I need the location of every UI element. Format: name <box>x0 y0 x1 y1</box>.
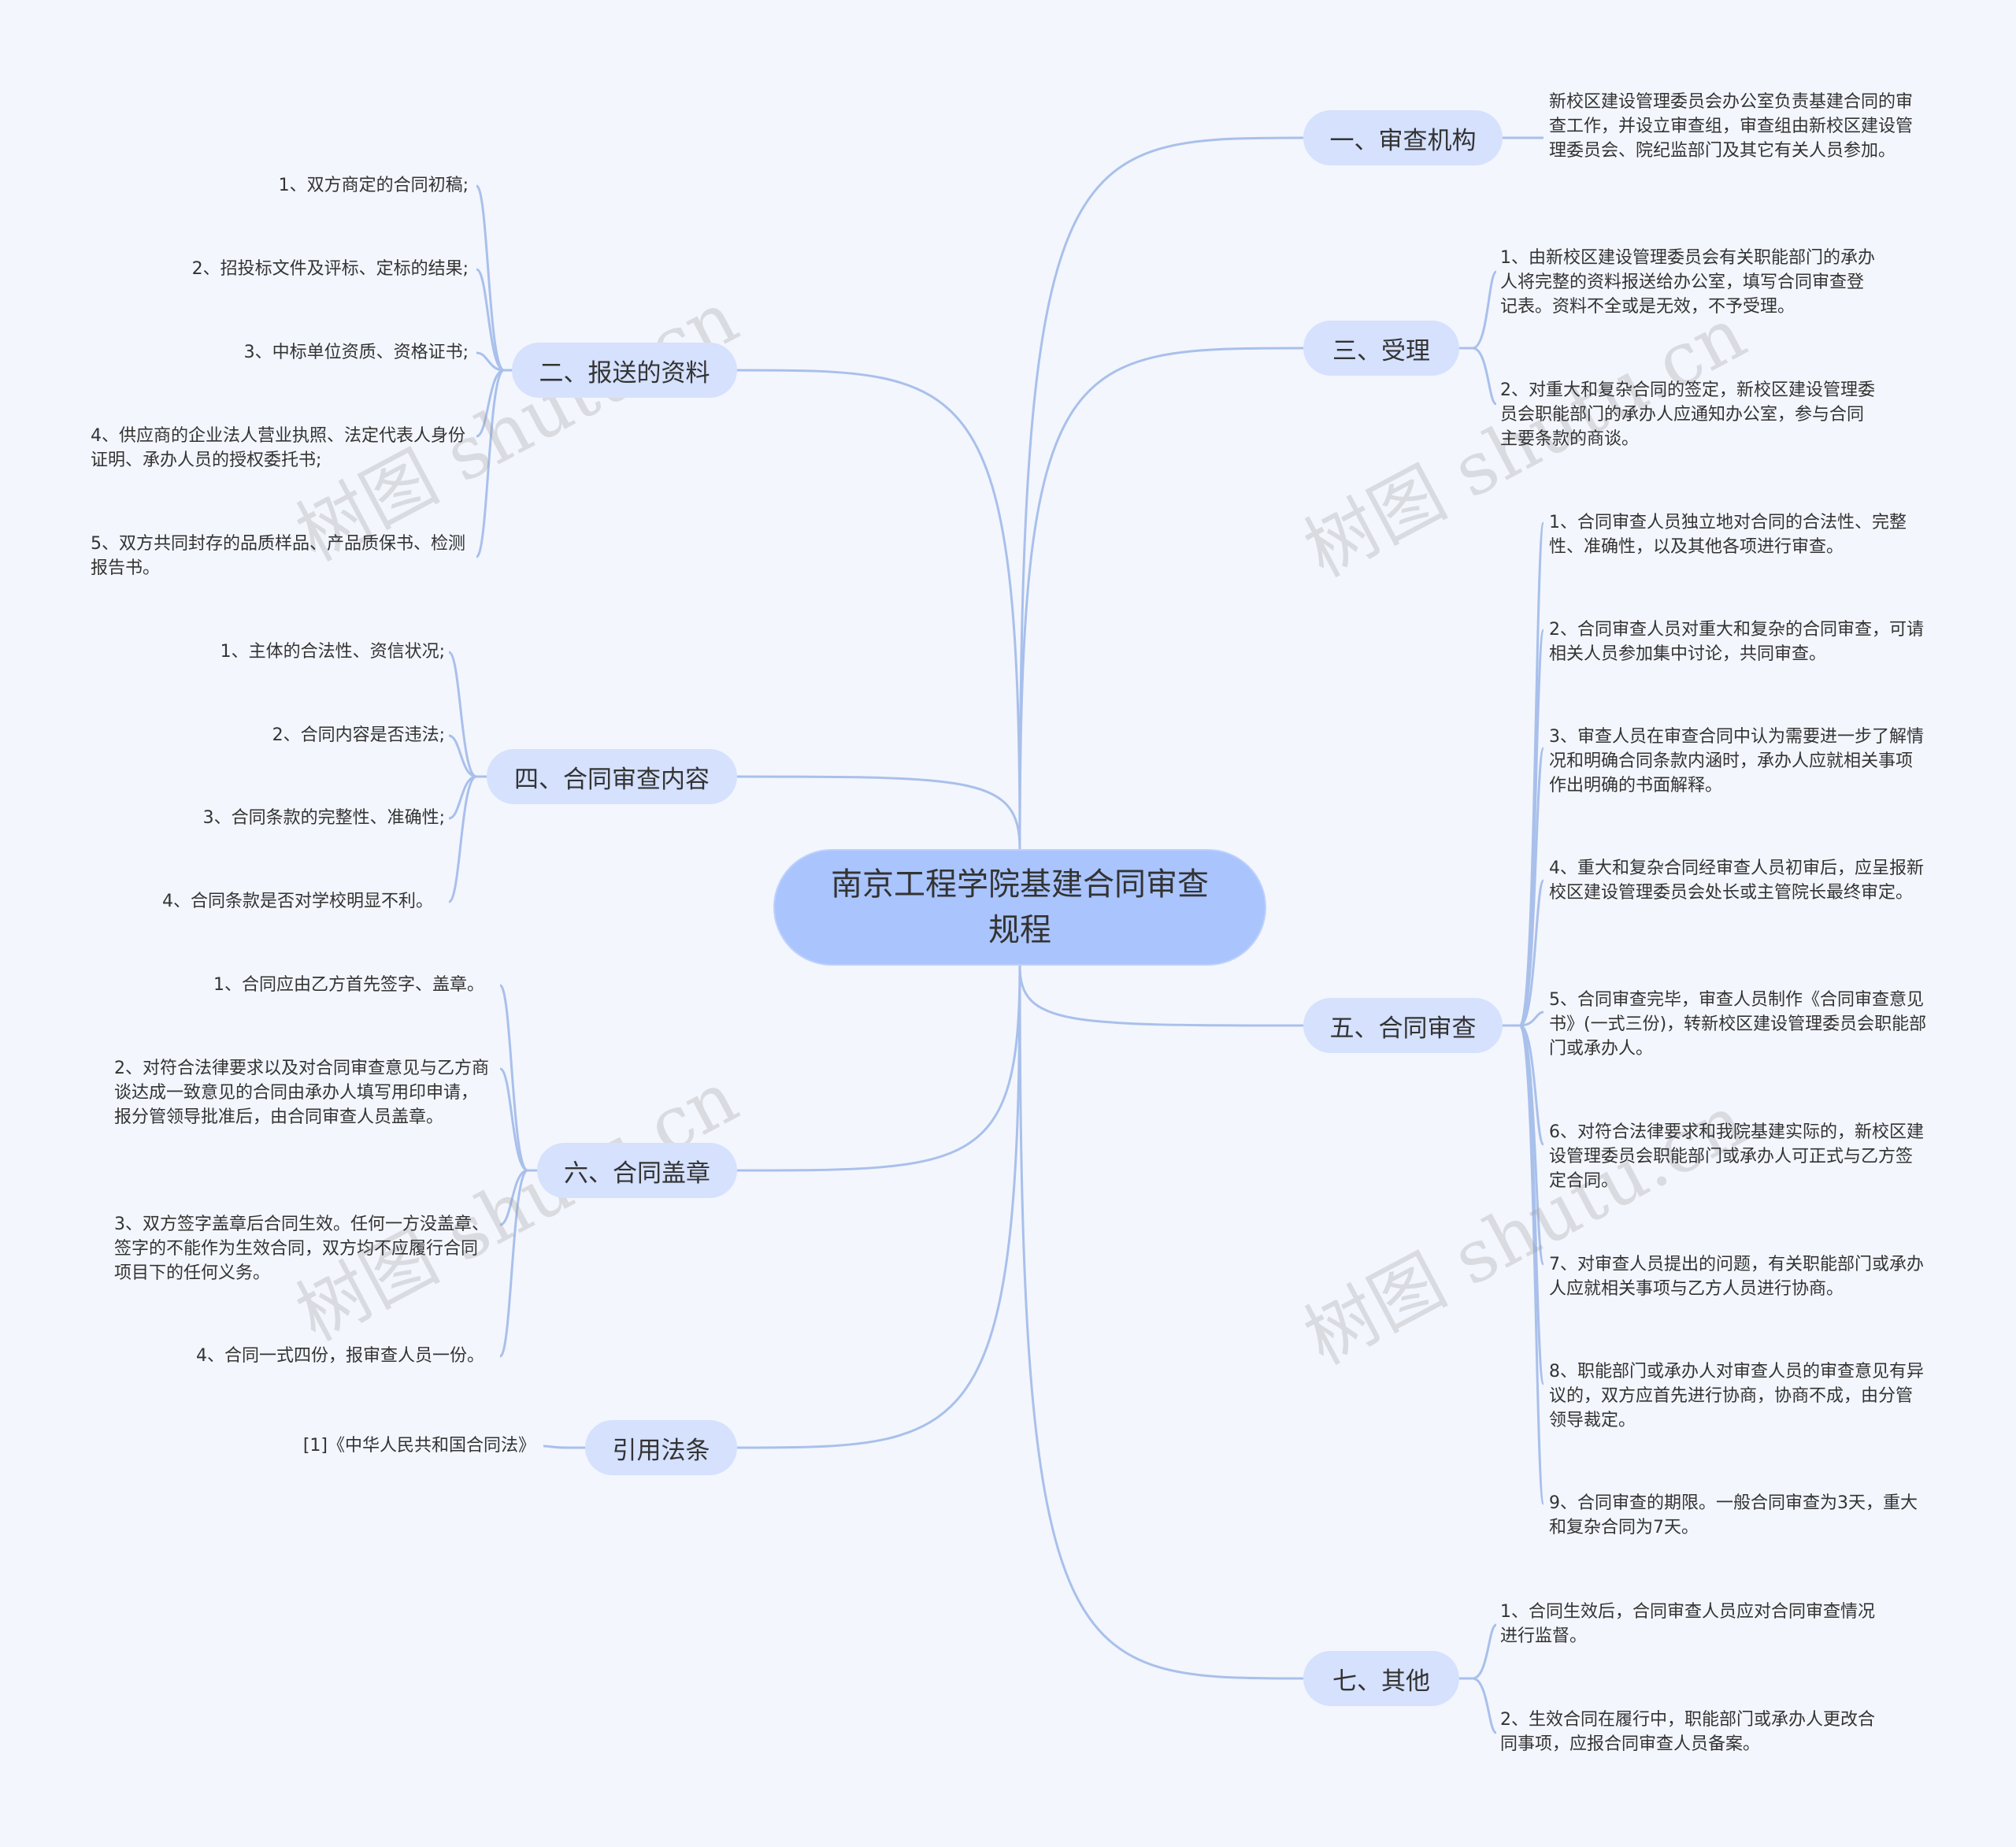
bracket-b2-0 <box>475 184 505 372</box>
bracket-b3-1 <box>1472 347 1497 406</box>
branch-review-agency[interactable]: 一、审查机构 <box>1303 110 1503 165</box>
link-root-right-2 <box>1018 965 1304 1027</box>
link-root-left-3 <box>736 965 1021 1449</box>
link-root-right-1 <box>1018 347 1304 850</box>
branch-cited-laws[interactable]: 引用法条 <box>585 1420 737 1475</box>
leaf-acceptance-2: 2、对重大和复杂合同的签定，新校区建设管理委员会职能部门的承办人应通知办公室，参… <box>1500 380 1875 449</box>
leaf-content-4: 4、合同条款是否对学校明显不利。 <box>162 892 433 911</box>
leaf-law-1: [1]《中华人民共和国合同法》 <box>302 1436 536 1456</box>
bracket-b2-1 <box>476 268 505 372</box>
leaf-seal-1: 1、合同应由乙方首先签字、盖章。 <box>213 975 484 995</box>
leaf-materials-4: 4、供应商的企业法人营业执照、法定代表人身份证明、承办人员的授权委托书; <box>91 426 465 470</box>
root-topic[interactable]: 南京工程学院基建合同审查规程 <box>773 849 1266 966</box>
branch-other[interactable]: 七、其他 <box>1303 1651 1459 1706</box>
leaf-review-6: 6、对符合法律要求和我院基建实际的，新校区建设管理委员会职能部门或承办人可正式与… <box>1549 1122 1924 1191</box>
leaf-review-9: 9、合同审查的期限。一般合同审查为3天，重大和复杂合同为7天。 <box>1549 1493 1918 1537</box>
bracket-b8-0 <box>543 1445 568 1449</box>
bracket-b7-0 <box>1472 1623 1497 1680</box>
leaf-review-2: 2、合同审查人员对重大和复杂的合同审查，可请相关人员参加集中讨论，共同审查。 <box>1549 620 1924 664</box>
link-root-left-2 <box>736 965 1021 1172</box>
leaf-other-1: 1、合同生效后，合同审查人员应对合同审查情况进行监督。 <box>1500 1602 1875 1646</box>
bracket-b3-0 <box>1472 270 1498 350</box>
leaf-materials-3: 3、中标单位资质、资格证书; <box>243 343 469 362</box>
bracket-b4-0 <box>447 651 477 778</box>
bracket-b4-2 <box>448 775 477 820</box>
branch-review-content[interactable]: 四、合同审查内容 <box>487 749 737 804</box>
leaf-content-1: 1、主体的合法性、资信状况; <box>220 642 445 662</box>
leaf-review-3: 3、审查人员在审查合同中认为需要进一步了解情况和明确合同条款内涵时，承办人应就相… <box>1549 727 1924 796</box>
bracket-b7-1 <box>1472 1677 1497 1734</box>
bracket-b5-4 <box>1519 1011 1544 1027</box>
branch-submitted-materials[interactable]: 二、报送的资料 <box>512 343 737 398</box>
branch-contract-seal[interactable]: 六、合同盖章 <box>537 1143 737 1198</box>
leaf-other-2: 2、生效合同在履行中，职能部门或承办人更改合同事项，应报合同审查人员备案。 <box>1500 1710 1875 1754</box>
branch-contract-review[interactable]: 五、合同审查 <box>1303 998 1503 1053</box>
leaf-materials-1: 1、双方商定的合同初稿; <box>278 176 469 195</box>
bracket-b5-1 <box>1518 629 1545 1027</box>
link-root-left-0 <box>736 369 1021 850</box>
bracket-b6-1 <box>499 1067 528 1172</box>
leaf-seal-4: 4、合同一式四份，报审查人员一份。 <box>196 1346 484 1366</box>
bracket-b2-4 <box>475 369 505 558</box>
leaf-seal-3: 3、双方签字盖章后合同生效。任何一方没盖章、签字的不能作为生效合同，双方均不应履… <box>114 1215 489 1283</box>
leaf-content-2: 2、合同内容是否违法; <box>272 725 445 745</box>
bracket-b5-3 <box>1519 879 1545 1027</box>
link-root-right-0 <box>1018 136 1304 850</box>
leaf-review-1: 1、合同审查人员独立地对合同的合法性、完整性、准确性，以及其他各项进行审查。 <box>1549 513 1907 557</box>
bracket-b4-1 <box>448 734 477 778</box>
bracket-b6-0 <box>498 984 528 1172</box>
leaf-materials-5: 5、双方共同封存的品质样品、产品质保书、检测报告书。 <box>91 534 465 578</box>
bracket-b2-2 <box>476 351 505 372</box>
link-root-right-3 <box>1018 965 1304 1680</box>
leaf-review-4: 4、重大和复杂合同经审查人员初审后，应呈报新校区建设管理委员会处长或主管院长最终… <box>1549 859 1924 903</box>
bracket-b4-3 <box>447 775 477 903</box>
leaf-acceptance-1: 1、由新校区建设管理委员会有关职能部门的承办人将完整的资料报送给办公室，填写合同… <box>1500 248 1875 317</box>
link-root-left-1 <box>736 775 1021 850</box>
leaf-materials-2: 2、招投标文件及评标、定标的结果; <box>191 259 469 279</box>
bracket-b5-5 <box>1519 1024 1545 1146</box>
bracket-b2-3 <box>476 369 505 438</box>
bracket-b5-2 <box>1518 747 1545 1027</box>
leaf-review-7: 7、对审查人员提出的问题，有关职能部门或承办人应就相关事项与乙方人员进行协商。 <box>1549 1255 1924 1299</box>
leaf-review-agency-1: 新校区建设管理委员会办公室负责基建合同的审查工作，并设立审查组，审查组由新校区建… <box>1549 92 1914 161</box>
bracket-b6-2 <box>499 1169 528 1226</box>
bracket-b5-8 <box>1518 1024 1545 1505</box>
leaf-content-3: 3、合同条款的完整性、准确性; <box>202 808 445 828</box>
bracket-b6-3 <box>498 1169 528 1358</box>
branch-acceptance[interactable]: 三、受理 <box>1303 321 1459 376</box>
leaf-seal-2: 2、对符合法律要求以及对合同审查意见与乙方商谈达成一致意见的合同由承办人填写用印… <box>114 1059 489 1127</box>
leaf-review-5: 5、合同审查完毕，审查人员制作《合同审查意见书》(一式三份)，转新校区建设管理委… <box>1549 990 1927 1059</box>
root-title: 南京工程学院基建合同审查规程 <box>831 866 1209 948</box>
leaf-review-8: 8、职能部门或承办人对审查人员的审查意见有异议的，双方应首先进行协商，协商不成，… <box>1549 1362 1924 1430</box>
